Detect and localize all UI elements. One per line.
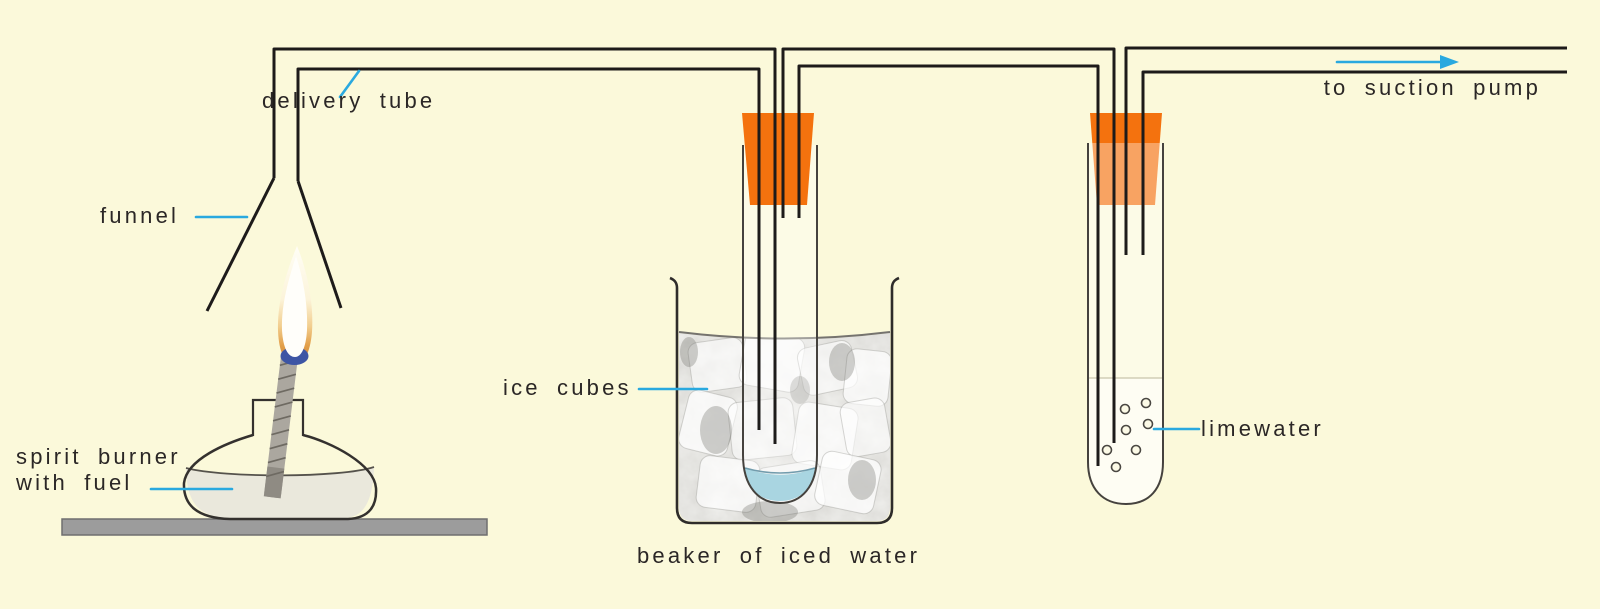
funnel-shape (205, 177, 343, 312)
condensed-water-surface (744, 467, 816, 474)
delivery-tube2-inner (797, 64, 1100, 466)
label-funnel: funnel (100, 203, 179, 228)
heatproof-mat (61, 518, 488, 536)
label-spirit-burner-line1: spirit burner (16, 444, 181, 469)
burner-body-outline (182, 433, 378, 521)
bubbles (1101, 397, 1154, 473)
delivery-tube3-outer (1124, 46, 1567, 255)
label-beaker: beaker of iced water (637, 543, 920, 568)
label-ice-cubes: ice cubes (503, 375, 632, 400)
label-to-suction-pump: to suction pump (1324, 75, 1541, 100)
test-tube1-glass-fill (743, 145, 817, 503)
bubble (1101, 444, 1113, 456)
delivery-tube-leader (338, 69, 361, 99)
rubber-stopper-1 (742, 113, 814, 205)
delivery-tube2-outer (781, 47, 1116, 443)
test-tube2-outline (1087, 143, 1164, 506)
bubble (1130, 444, 1142, 456)
label-delivery-tube: delivery tube (262, 88, 435, 113)
bubble (1142, 418, 1154, 430)
bubble (1110, 461, 1122, 473)
limewater-liquid (1089, 378, 1162, 503)
bubble (1120, 424, 1132, 436)
delivery-tube1-outer (272, 47, 777, 444)
funnel-cone-right (296, 180, 343, 309)
label-limewater: limewater (1201, 416, 1324, 441)
bubble (1140, 397, 1152, 409)
test-tube1-outline (742, 145, 818, 505)
wick-submerged (263, 466, 285, 499)
leader-lines (149, 55, 1459, 491)
funnel-cone-left (205, 177, 276, 312)
beaker-of-iced-water (669, 276, 900, 525)
test-tube-collection (743, 145, 817, 503)
flow-arrow (1335, 55, 1459, 69)
iced-water-surface-line (678, 331, 891, 340)
beaker-outline (669, 276, 900, 525)
condensed-water (745, 468, 815, 501)
ice-fill (679, 333, 890, 521)
delivery-tube1-inner (296, 67, 761, 430)
delivery-tube-runs (272, 46, 1567, 466)
flame-core (281, 256, 308, 357)
label-spirit-burner-line2: with fuel (15, 470, 133, 495)
flow-arrow-head (1440, 55, 1459, 69)
flame (277, 246, 313, 365)
delivery-tube3-inner (1141, 70, 1567, 255)
bubble (1119, 403, 1131, 415)
spirit-burner (61, 246, 488, 536)
diagram-labels: delivery tube funnel spirit burner with … (15, 75, 1541, 568)
ice-shadow-gaps (680, 337, 876, 521)
